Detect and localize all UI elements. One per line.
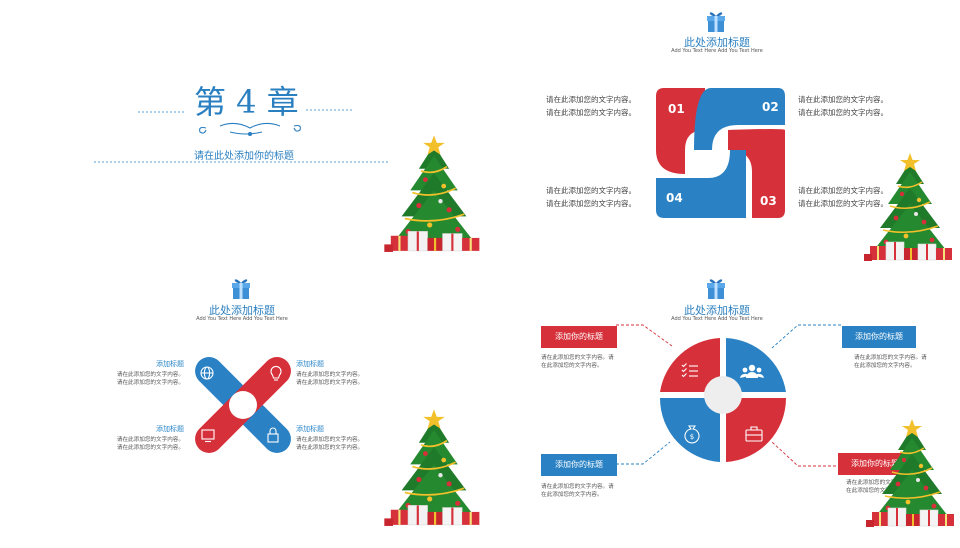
quadrant-diagram: $	[616, 324, 841, 467]
christmas-tree-illustration	[383, 134, 480, 253]
pinwheel-number-04: 04	[666, 191, 683, 205]
lock-icon	[267, 427, 279, 443]
quad-text-4: 请在此添加您的文字内容。请在此添加您的文字内容。	[846, 480, 919, 494]
christmas-tree-illustration	[383, 408, 480, 527]
pinwheel-diagram	[656, 88, 785, 218]
quad-bottom-left	[659, 398, 720, 462]
pinwheel-text-04: 请在此添加您的文字内容。请在此添加您的文字内容。	[546, 186, 636, 208]
quad-tag-3: 添加你的标题	[541, 454, 617, 476]
chapter-slide: 第 4 章 请在此处添加你的标题	[0, 0, 480, 274]
quad-top-left	[660, 338, 720, 392]
people-icon	[740, 364, 764, 378]
money-bag-icon: $	[684, 425, 700, 444]
christmas-tree-illustration	[863, 152, 953, 262]
pinwheel-text-01: 请在此添加您的文字内容。请在此添加您的文字内容。	[546, 95, 636, 117]
quad-tag-1: 添加你的标题	[541, 326, 617, 348]
section-subtitle: Add You Text Here Add You Text Here	[196, 316, 288, 322]
quad-text-1: 请在此添加您的文字内容。请在此添加您的文字内容。	[541, 355, 614, 369]
section-title: 此处添加标题	[209, 304, 275, 317]
quad-tag-2: 添加你的标题	[842, 326, 916, 348]
section-title: 此处添加标题	[684, 304, 750, 317]
pinwheel-text-02: 请在此添加您的文字内容。请在此添加您的文字内容。	[798, 95, 888, 117]
pinwheel-number-02: 02	[762, 100, 779, 114]
checklist-icon	[681, 363, 698, 378]
cross-center	[229, 391, 257, 419]
briefcase-icon	[745, 426, 763, 442]
cross-item-1: 添加标题 请在此添加您的文字内容。 请在此添加您的文字内容。	[116, 360, 184, 386]
section-subtitle: Add You Text Here Add You Text Here	[671, 48, 763, 54]
svg-text:$: $	[690, 433, 694, 441]
cross-item-2: 添加标题 请在此添加您的文字内容。 请在此添加您的文字内容。	[296, 360, 364, 386]
quadrant-slide: 此处添加标题 Add You Text Here Add You Text He…	[480, 274, 960, 548]
pinwheel-number-01: 01	[668, 102, 685, 116]
section-title: 此处添加标题	[684, 36, 750, 49]
christmas-tree-illustration	[865, 418, 955, 528]
flourish-ornament	[199, 122, 301, 137]
globe-icon	[200, 366, 214, 380]
chapter-title: 第 4 章	[194, 83, 299, 121]
pinwheel-number-03: 03	[760, 194, 777, 208]
chapter-decor	[94, 109, 390, 163]
pinwheel-slide: 此处添加标题 Add You Text Here Add You Text He…	[480, 0, 960, 274]
chapter-subtitle: 请在此处添加你的标题	[194, 151, 294, 162]
lightbulb-icon	[270, 365, 282, 381]
section-subtitle: Add You Text Here Add You Text Here	[671, 316, 763, 322]
cross-slide: 此处添加标题 Add You Text Here Add You Text He…	[0, 274, 480, 548]
cross-item-4: 添加标题 请在此添加您的文字内容。 请在此添加您的文字内容。	[296, 425, 364, 451]
quad-top-right	[726, 338, 786, 392]
pinwheel-text-03: 请在此添加您的文字内容。请在此添加您的文字内容。	[798, 186, 888, 208]
pinwheel-blade-04	[656, 150, 746, 218]
cross-diagram	[195, 357, 291, 453]
pinwheel-blade-01	[656, 88, 705, 174]
pinwheel-blade-02	[694, 88, 785, 150]
quad-text-2: 请在此添加您的文字内容。请在此添加您的文字内容。	[854, 355, 927, 369]
quad-center	[704, 376, 742, 414]
monitor-icon	[201, 429, 215, 443]
cross-item-3: 添加标题 请在此添加您的文字内容。 请在此添加您的文字内容。	[116, 425, 184, 451]
quad-text-3: 请在此添加您的文字内容。请在此添加您的文字内容。	[541, 484, 614, 498]
